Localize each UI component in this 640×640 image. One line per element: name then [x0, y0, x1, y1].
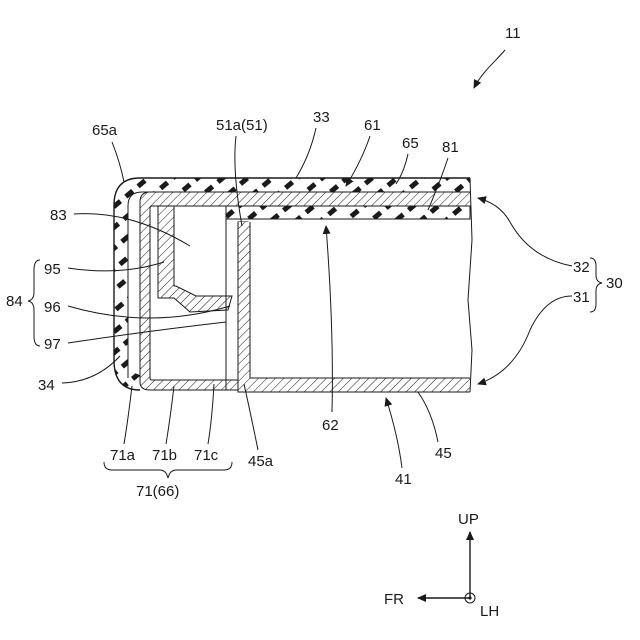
- leader-71c: [208, 384, 214, 444]
- leader-71b: [166, 386, 174, 444]
- label-84: 84: [6, 293, 23, 310]
- leader-33: [296, 128, 316, 178]
- figure-pointer: [474, 50, 505, 88]
- frame-71: [140, 192, 470, 390]
- leader-65a: [112, 142, 124, 182]
- label-81: 81: [442, 139, 459, 156]
- label-33: 33: [313, 109, 330, 126]
- up-label: UP: [458, 511, 479, 528]
- label-95: 95: [44, 261, 61, 278]
- label-41: 41: [395, 471, 412, 488]
- label-31: 31: [573, 289, 590, 306]
- panel-45-outline: [238, 222, 470, 392]
- leader-32: [478, 198, 572, 266]
- brace-30: [590, 258, 602, 312]
- label-51a: 51a(51): [216, 117, 268, 134]
- label-61: 61: [364, 117, 381, 134]
- figure-number: 11: [505, 25, 521, 42]
- label-71b: 71b: [152, 447, 177, 464]
- frame-71-inner: [150, 206, 470, 380]
- leader-31: [478, 296, 572, 384]
- label-32: 32: [573, 259, 590, 276]
- leader-41: [386, 398, 402, 468]
- label-45: 45: [435, 445, 452, 462]
- inner-layer-62: [226, 206, 470, 219]
- label-45a: 45a: [248, 453, 274, 470]
- leader-34: [62, 356, 120, 383]
- skin-65-inner-outline: [128, 192, 470, 378]
- bracket-95: [158, 206, 174, 298]
- label-62: 62: [322, 417, 339, 434]
- panel-45-inner: [250, 222, 470, 378]
- label-96: 96: [44, 299, 61, 316]
- leader-71a: [124, 386, 132, 444]
- label-65a: 65a: [92, 122, 118, 139]
- label-34: 34: [38, 377, 55, 394]
- label-65: 65: [402, 135, 419, 152]
- leader-45: [418, 392, 438, 442]
- label-83: 83: [50, 207, 67, 224]
- label-71a: 71a: [110, 447, 136, 464]
- brace-71: [104, 462, 232, 478]
- frame-71-outline: [140, 192, 470, 390]
- label-30: 30: [606, 275, 623, 292]
- lh-axis-dot: [468, 596, 471, 599]
- leader-45a: [244, 384, 258, 450]
- fr-label: FR: [384, 591, 404, 608]
- label-71c: 71c: [194, 447, 219, 464]
- brace-84: [28, 260, 40, 346]
- lh-label: LH: [480, 603, 499, 620]
- label-71: 71(66): [136, 483, 179, 500]
- panel-45: [238, 222, 470, 392]
- label-97: 97: [44, 336, 61, 353]
